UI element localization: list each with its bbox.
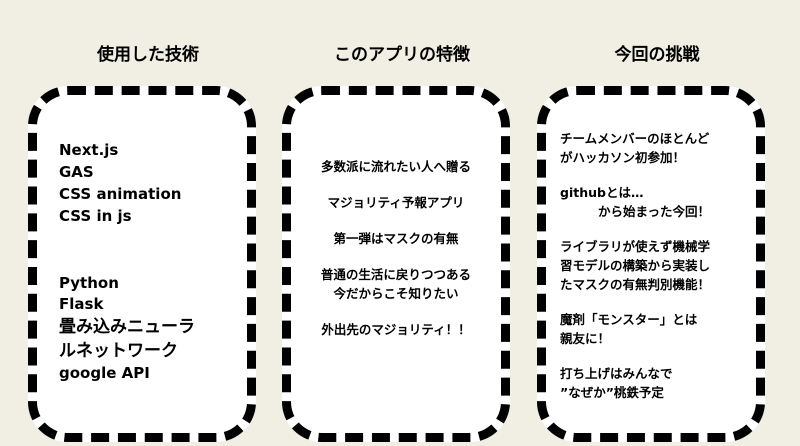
feature-line: 外出先のマジョリティ！！ — [321, 322, 471, 337]
feature-item: 普通の生活に戻りつつある 今だからこそ知りたい — [291, 265, 501, 303]
tech-item: google API — [59, 364, 150, 382]
challenge-line: 打ち上げはみんなで — [560, 366, 673, 381]
frontend-tech-list: Next.js GAS CSS animation CSS in js — [59, 139, 181, 227]
column-title-challenge: 今回の挑戦 — [614, 45, 700, 65]
tech-card: Next.js GAS CSS animation CSS in js Pyth… — [28, 86, 256, 442]
tech-item: ルネットワーク — [59, 341, 178, 361]
tech-item: GAS — [59, 163, 94, 181]
tech-item: 畳み込みニューラ — [59, 317, 195, 337]
tech-item: CSS animation — [59, 185, 182, 203]
feature-line: 多数派に流れたい人へ贈る — [320, 159, 471, 174]
challenge-line: 習モデルの構築から実装し — [560, 258, 711, 273]
tech-item: Python — [59, 274, 119, 292]
feature-line: 第一弾はマスクの有無 — [333, 231, 459, 246]
challenge-line: ライブラリが使えず機械学 — [560, 239, 711, 254]
features-card: 多数派に流れたい人へ贈る マジョリティ予報アプリ 第一弾はマスクの有無 普通の生… — [282, 86, 510, 442]
backend-tech-list: Python Flask 畳み込みニューラ ルネットワーク google API — [59, 273, 195, 384]
features-list: 多数派に流れたい人へ贈る マジョリティ予報アプリ 第一弾はマスクの有無 普通の生… — [291, 157, 501, 356]
tech-item: Flask — [59, 295, 104, 313]
challenge-line: たマスクの有無判別機能！ — [560, 277, 711, 292]
challenge-item: チームメンバーのほとんど がハッカソン初参加！ — [560, 129, 710, 167]
column-title-features: このアプリの特徴 — [334, 45, 470, 65]
feature-line: マジョリティ予報アプリ — [327, 195, 465, 210]
tech-item: CSS in js — [59, 207, 132, 225]
column-title-tech: 使用した技術 — [97, 45, 199, 65]
challenge-line: 魔剤「モンスター」とは — [560, 312, 698, 327]
tech-item: Next.js — [59, 141, 119, 159]
challenge-line: ”なぜか”桃鉄予定 — [560, 385, 664, 400]
challenge-item: ライブラリが使えず機械学 習モデルの構築から実装し たマスクの有無判別機能！ — [560, 237, 710, 294]
challenge-list: チームメンバーのほとんど がハッカソン初参加！ githubとは… から始まった… — [560, 129, 710, 418]
feature-line: 今だからこそ知りたい — [333, 286, 459, 301]
challenge-item: 打ち上げはみんなで ”なぜか”桃鉄予定 — [560, 364, 710, 402]
challenge-line: チームメンバーのほとんど — [560, 131, 710, 146]
feature-item: マジョリティ予報アプリ — [291, 193, 501, 212]
feature-item: 第一弾はマスクの有無 — [291, 229, 501, 248]
feature-line: 普通の生活に戻りつつある — [320, 267, 472, 282]
challenge-card: チームメンバーのほとんど がハッカソン初参加！ githubとは… から始まった… — [537, 86, 765, 442]
challenge-item: 魔剤「モンスター」とは 親友に！ — [560, 310, 710, 348]
challenge-line: がハッカソン初参加！ — [560, 150, 686, 165]
challenge-line: githubとは… — [560, 185, 644, 200]
challenge-line: 親友に！ — [560, 331, 611, 346]
challenge-item: githubとは… から始まった今回！ — [560, 183, 710, 221]
feature-item: 外出先のマジョリティ！！ — [291, 320, 501, 339]
challenge-line: から始まった今回！ — [598, 204, 711, 219]
feature-item: 多数派に流れたい人へ贈る — [291, 157, 501, 176]
